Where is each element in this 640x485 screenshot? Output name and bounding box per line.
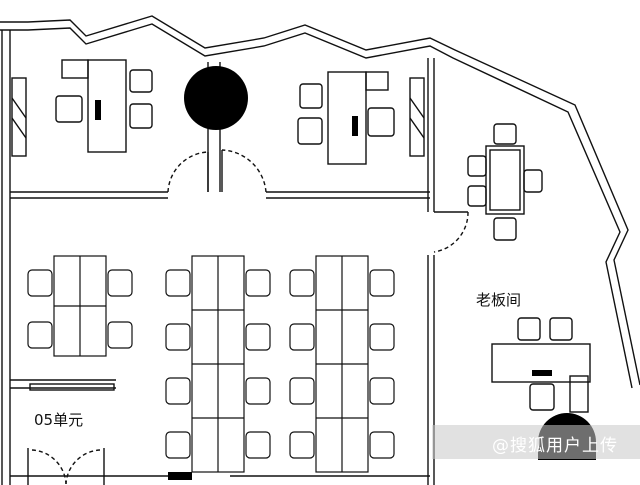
unit-label: 05单元 bbox=[34, 411, 84, 429]
outer-wall-top bbox=[0, 15, 640, 386]
room-label: 老板间 bbox=[476, 291, 522, 309]
watermark-text: @搜狐用户上传 bbox=[492, 436, 618, 456]
door-boss bbox=[433, 211, 469, 253]
desk bbox=[87, 59, 127, 153]
boss-desk bbox=[491, 343, 591, 383]
watermark: @搜狐用户上传 bbox=[432, 425, 640, 459]
meeting-table bbox=[485, 145, 525, 215]
column bbox=[184, 66, 248, 130]
workstation-cluster bbox=[289, 255, 395, 473]
door-left bbox=[167, 151, 209, 193]
desk bbox=[327, 71, 367, 165]
workstation-cluster bbox=[165, 255, 271, 473]
door-right bbox=[221, 149, 267, 193]
outer-wall-top-inner bbox=[0, 23, 633, 389]
workstation-cluster bbox=[27, 255, 133, 357]
door-unit bbox=[31, 449, 67, 485]
